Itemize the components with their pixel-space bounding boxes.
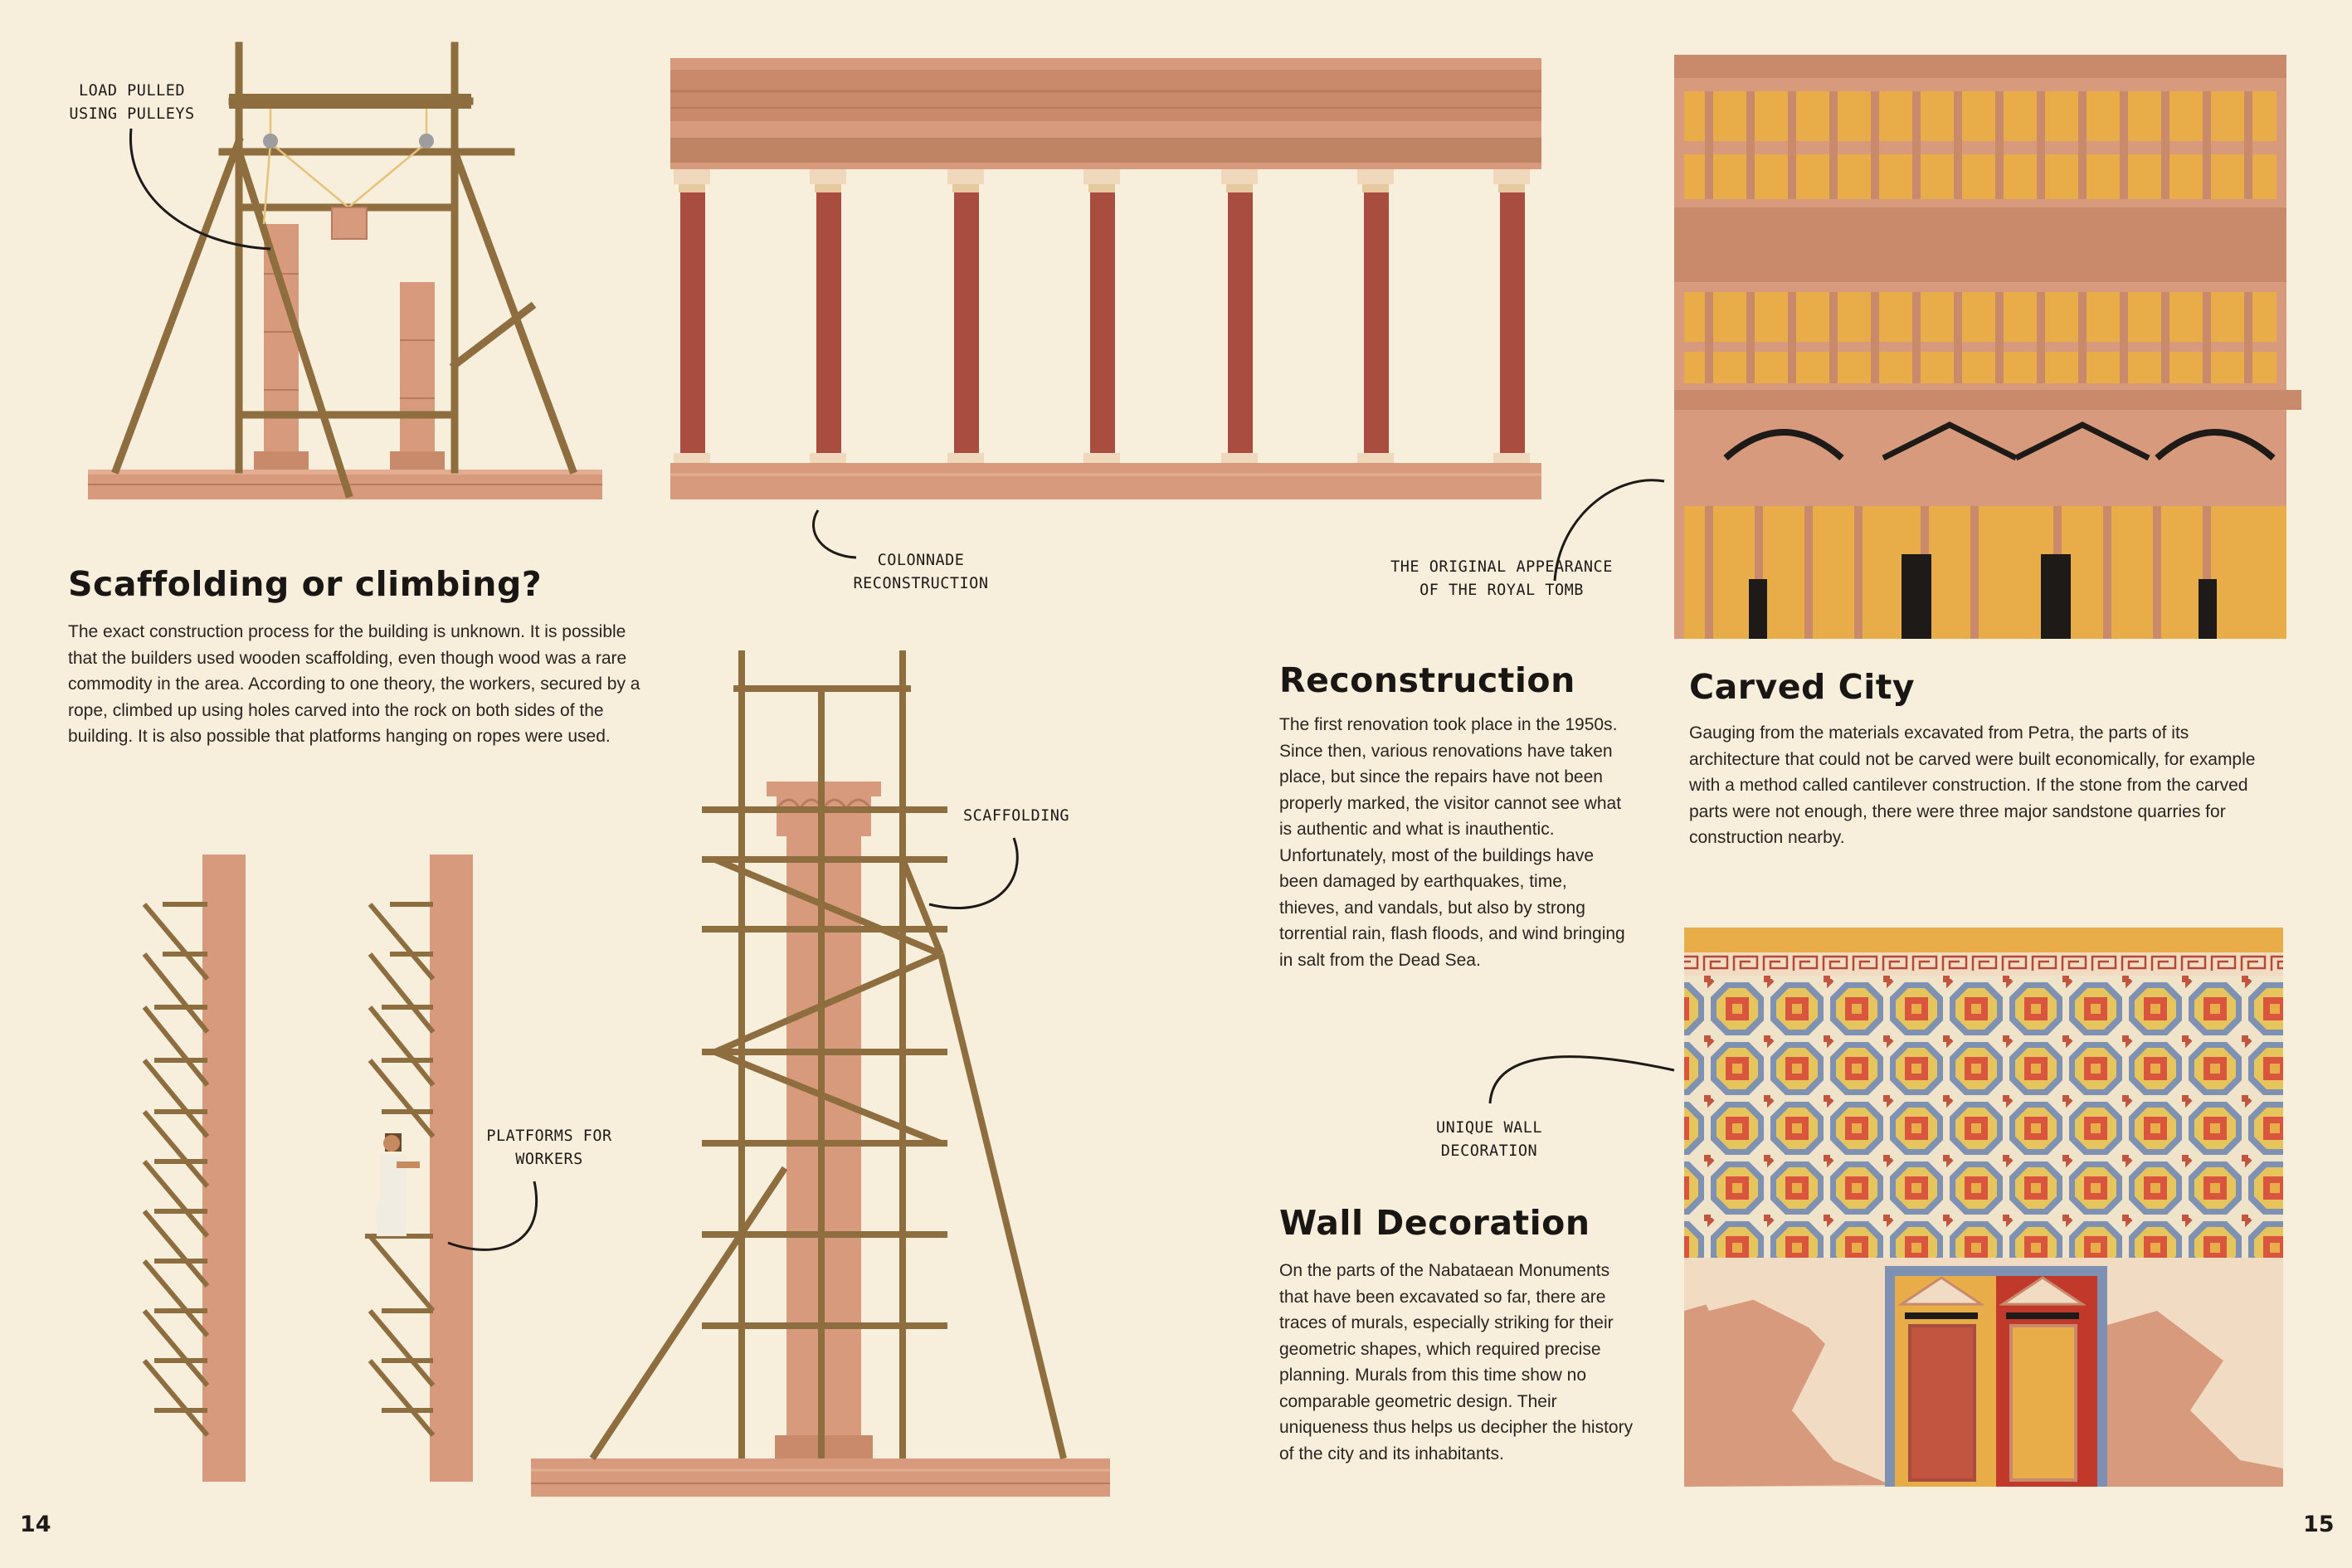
label-colonnade: Colonnade reconstruction — [853, 552, 989, 592]
body-reconstruction: The first renovation took place in the 1… — [1279, 715, 1625, 970]
climbing-walls-illustration — [142, 855, 538, 1482]
royal-tomb-illustration — [1553, 55, 2301, 639]
body-wall-decoration: On the parts of the Nabataean Monuments … — [1279, 1261, 1634, 1463]
label-royal-tomb: The original appearance of the Royal Tom… — [1390, 558, 1613, 599]
label-pulleys: Load pulled using pulleys — [69, 82, 195, 123]
worker-figure — [377, 1133, 420, 1236]
heading-wall-decoration: Wall Decoration — [1279, 1203, 1590, 1243]
heading-carved-city: Carved City — [1689, 667, 1916, 707]
heading-reconstruction: Reconstruction — [1279, 660, 1575, 700]
colonnade-illustration — [670, 58, 1541, 559]
page-number-left: 14 — [20, 1512, 51, 1537]
label-scaffolding: Scaffolding — [962, 807, 1070, 825]
label-platforms: Platforms for workers — [486, 1127, 612, 1168]
pulley-scaffold-illustration — [88, 41, 602, 499]
body-scaffolding: The exact construction process for the b… — [68, 622, 640, 746]
label-wall-decoration: Unique wall decoration — [1435, 1119, 1543, 1160]
body-carved-city: Gauging from the materials excavated fro… — [1689, 723, 2256, 847]
page-number-right: 15 — [2303, 1512, 2335, 1537]
scaffolded-column-illustration — [531, 650, 1110, 1497]
wall-decoration-illustration — [1488, 928, 2283, 1487]
heading-scaffolding: Scaffolding or climbing? — [68, 564, 543, 604]
